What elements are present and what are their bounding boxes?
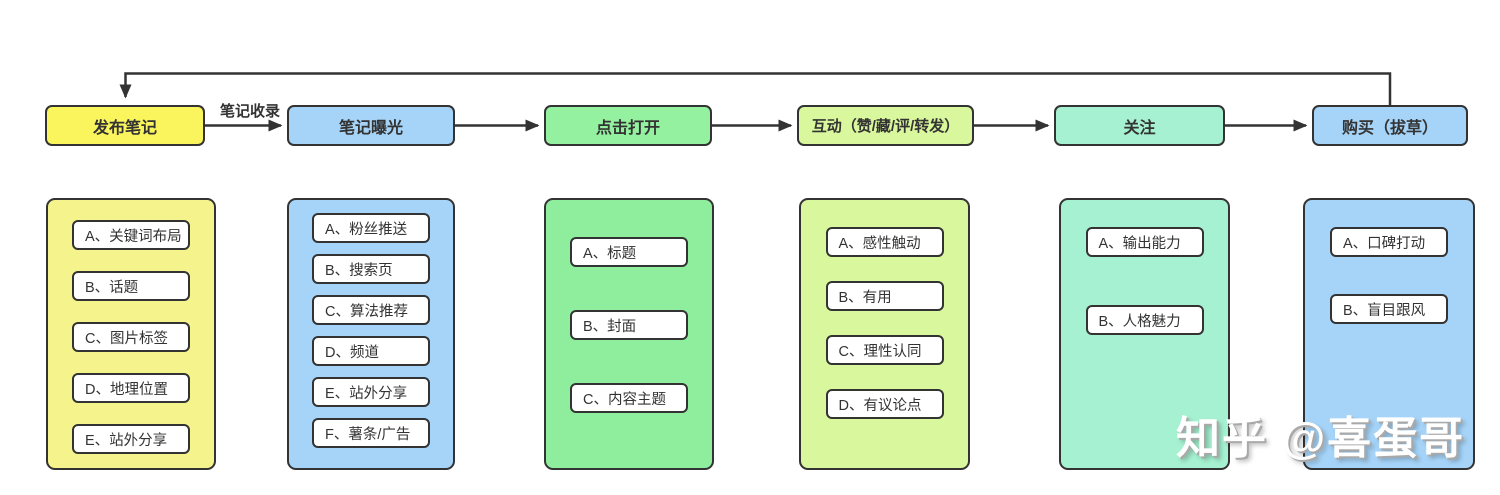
list-item: E、站外分享 xyxy=(312,377,430,407)
list-item: A、关键词布局 xyxy=(72,220,190,250)
arrow-purchase-feedback-loop xyxy=(119,72,1392,105)
list-item: A、标题 xyxy=(570,237,688,267)
panel-purchase: A、口碑打动 B、盲目跟风 xyxy=(1303,198,1475,470)
list-item: D、地理位置 xyxy=(72,373,190,403)
stage-publish-note: 发布笔记 xyxy=(45,105,205,146)
panel-interaction: A、感性触动 B、有用 C、理性认同 D、有议论点 xyxy=(799,198,970,470)
list-item: A、口碑打动 xyxy=(1330,227,1448,257)
list-item: C、内容主题 xyxy=(570,383,688,413)
stage-note-exposure: 笔记曝光 xyxy=(287,105,455,146)
list-item: B、有用 xyxy=(825,281,944,311)
list-item: E、站外分享 xyxy=(72,424,190,454)
panel-note-exposure: A、粉丝推送 B、搜索页 C、算法推荐 D、频道 E、站外分享 F、薯条/广告 xyxy=(287,198,455,470)
list-item: B、人格魅力 xyxy=(1085,305,1204,335)
watermark: 知乎 @喜蛋哥 xyxy=(1176,414,1466,463)
list-item: B、封面 xyxy=(570,310,688,340)
panel-click-open: A、标题 B、封面 C、内容主题 xyxy=(544,198,714,470)
list-item: C、图片标签 xyxy=(72,322,190,352)
panel-follow: A、输出能力 B、人格魅力 xyxy=(1059,198,1230,470)
list-item: A、输出能力 xyxy=(1085,227,1204,257)
stage-follow: 关注 xyxy=(1054,105,1225,146)
list-item: D、有议论点 xyxy=(825,389,944,419)
list-item: D、频道 xyxy=(312,336,430,366)
stage-click-open: 点击打开 xyxy=(544,105,712,146)
list-item: F、薯条/广告 xyxy=(312,418,430,448)
stage-purchase: 购买（拔草） xyxy=(1312,105,1468,146)
stage-interaction: 互动（赞/藏/评/转发） xyxy=(797,105,974,146)
list-item: B、搜索页 xyxy=(312,254,430,284)
list-item: A、感性触动 xyxy=(825,227,944,257)
list-item: B、话题 xyxy=(72,271,190,301)
list-item: C、算法推荐 xyxy=(312,295,430,325)
list-item: A、粉丝推送 xyxy=(312,213,430,243)
panel-publish-note: A、关键词布局 B、话题 C、图片标签 D、地理位置 E、站外分享 xyxy=(46,198,216,470)
edge-label-note-indexed: 笔记收录 xyxy=(219,103,280,120)
list-item: B、盲目跟风 xyxy=(1330,294,1448,324)
list-item: C、理性认同 xyxy=(825,335,944,365)
